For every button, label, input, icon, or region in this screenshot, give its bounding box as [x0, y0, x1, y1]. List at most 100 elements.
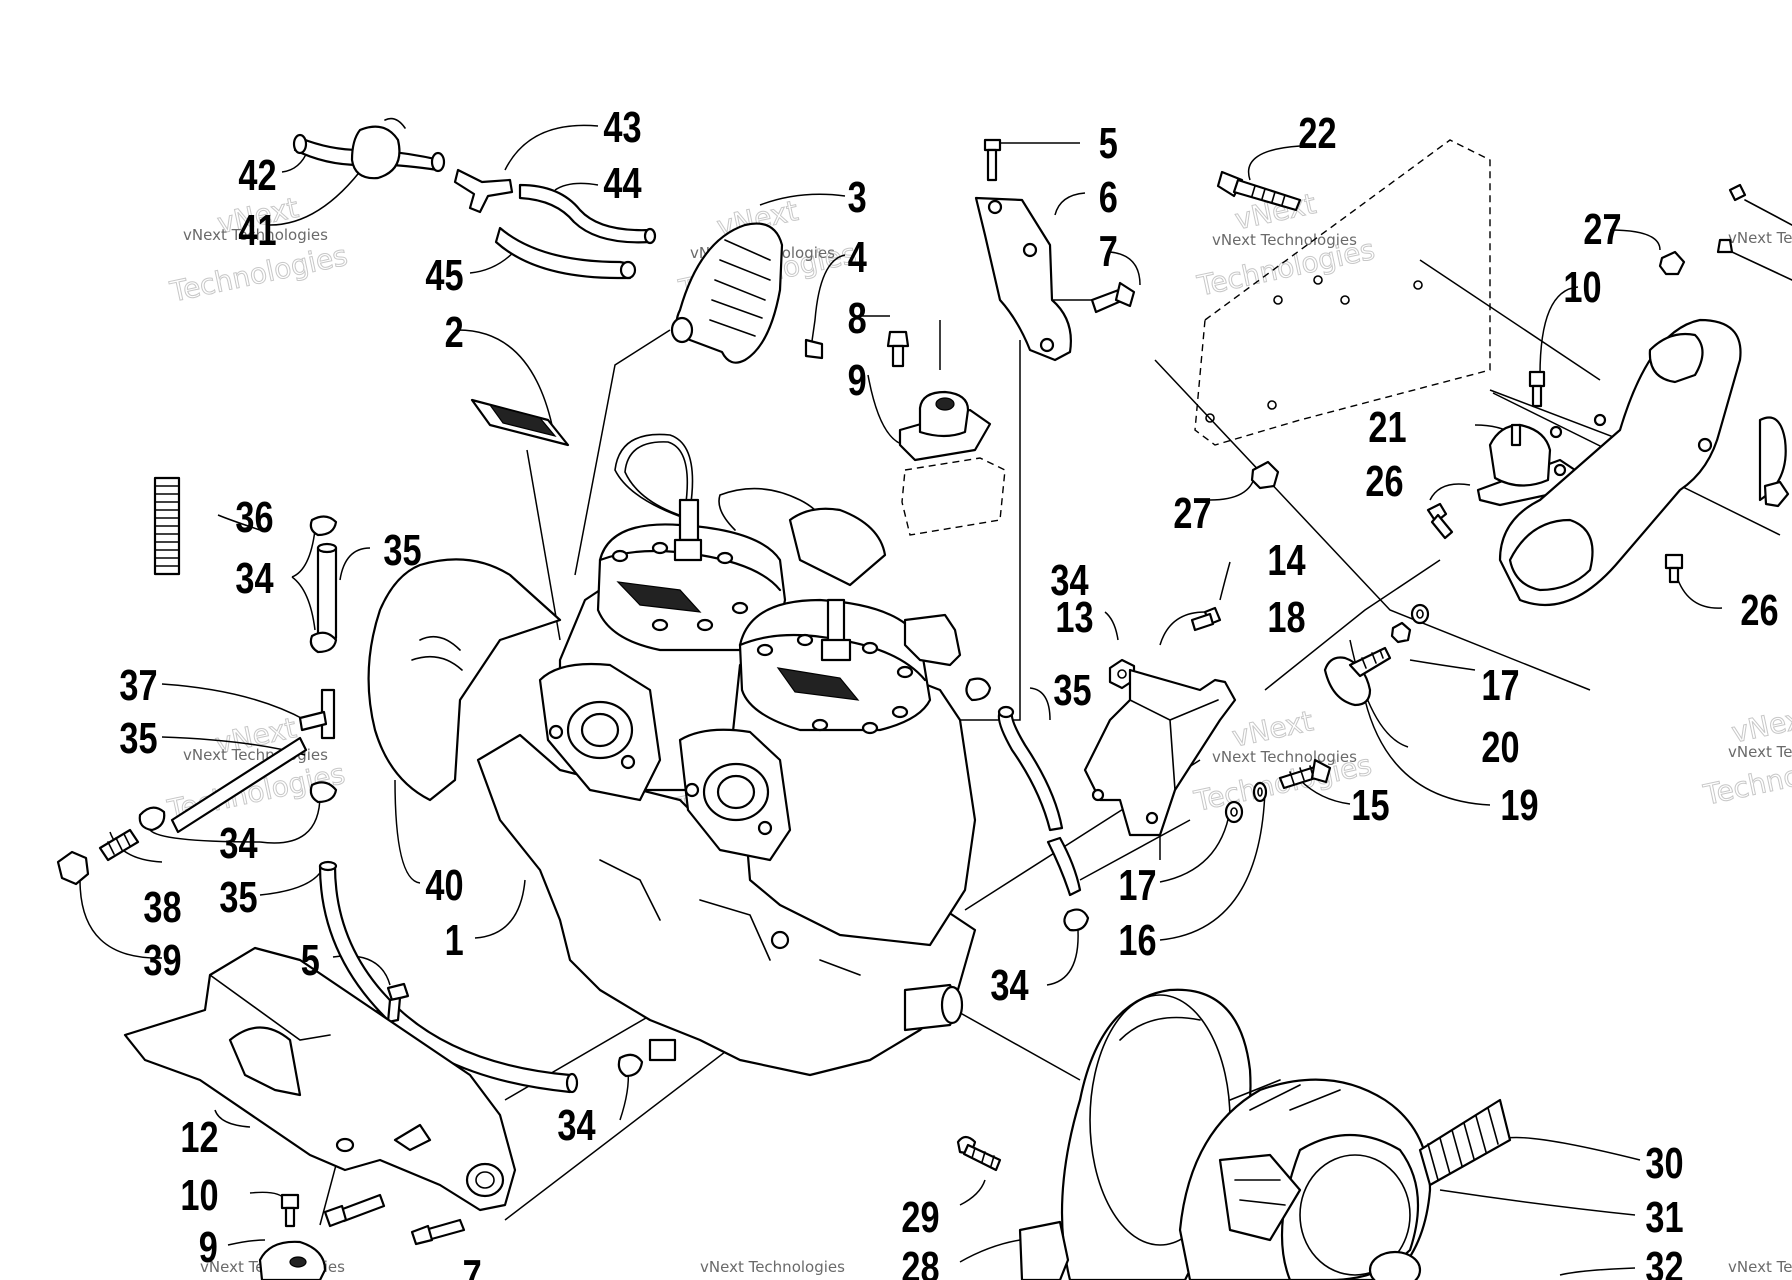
hose-35-right	[997, 705, 1082, 897]
nut-27-right-top	[1658, 250, 1686, 276]
bolt-top-right-edge	[1716, 183, 1792, 281]
callout-13: 13	[1055, 593, 1093, 642]
part-28	[1018, 1220, 1070, 1280]
callout-30: 30	[1645, 1139, 1683, 1188]
hose-35-left-vertical	[316, 542, 338, 640]
callout-41: 41	[238, 206, 276, 255]
callout-39: 39	[143, 936, 181, 985]
callout-12: 12	[180, 1113, 218, 1162]
callout-14: 14	[1267, 536, 1305, 585]
spring-36	[153, 476, 181, 576]
callout-35: 35	[219, 873, 257, 922]
callout-18: 18	[1267, 593, 1305, 642]
callout-44: 44	[603, 159, 641, 208]
clamp-34-right-upper	[965, 677, 992, 702]
watermark-small: vNext Technologies	[1212, 231, 1357, 249]
watermark-small: vNext Technologies	[1728, 229, 1792, 247]
callout-31: 31	[1645, 1193, 1683, 1242]
engine-mount-9-left	[258, 1240, 327, 1280]
clamp-34-bottom	[617, 1053, 644, 1078]
fitting-38	[98, 828, 140, 862]
callout-20: 20	[1481, 723, 1519, 772]
callout-9: 9	[199, 1223, 218, 1272]
callout-34: 34	[235, 554, 273, 603]
callout-numbers: 42 41 43 44 45 3 4 2 5 6 7 8 9 22 27 10 …	[119, 103, 1778, 1280]
callout-4: 4	[848, 233, 867, 282]
callout-40: 40	[425, 861, 463, 910]
bolt-7-top	[1090, 281, 1136, 314]
clamp-34-left-mid	[309, 631, 338, 654]
reed-cage-plate-3	[670, 222, 784, 364]
callout-10: 10	[180, 1171, 218, 1220]
callout-10: 10	[1563, 263, 1601, 312]
bracket-18	[1083, 668, 1237, 837]
callout-7: 7	[463, 1251, 482, 1280]
watermark-small: vNext Technologies	[1728, 743, 1792, 761]
bolt-5-top	[983, 138, 1002, 182]
callout-5: 5	[301, 936, 320, 985]
clip-4	[804, 338, 824, 360]
callout-5: 5	[1099, 119, 1118, 168]
callout-17: 17	[1118, 861, 1156, 910]
watermark-big-line1: vNext	[1229, 704, 1316, 753]
callout-34: 34	[557, 1101, 595, 1150]
clamp-34-left-top	[309, 515, 338, 537]
bolt-8	[886, 330, 910, 368]
callout-35: 35	[1053, 666, 1091, 715]
tee-fitting-37	[298, 688, 336, 740]
bolt-7-left	[323, 1193, 466, 1246]
bolt-26-upper	[1426, 502, 1454, 540]
callout-3: 3	[848, 173, 867, 222]
callout-35: 35	[119, 714, 157, 763]
callout-15: 15	[1351, 781, 1389, 830]
callout-27: 27	[1173, 489, 1211, 538]
bumper-19	[1323, 646, 1392, 707]
callout-7: 7	[1099, 227, 1118, 276]
bolt-22	[1216, 170, 1302, 212]
nut-39	[56, 850, 90, 886]
bolt-10-right	[1528, 370, 1546, 408]
chassis-plate-outline	[1194, 139, 1491, 446]
bolt-15	[1278, 758, 1332, 790]
watermark-small: vNext Technologies	[700, 1258, 845, 1276]
bolt-14	[1190, 606, 1222, 632]
clamp-34-right-lower	[1063, 908, 1090, 932]
bolt-10-left	[280, 1193, 300, 1228]
watermark-small: vNext Technologies	[1728, 1258, 1792, 1276]
engine-mount-9-top	[898, 390, 1006, 536]
callout-42: 42	[238, 151, 276, 200]
callout-17: 17	[1481, 661, 1519, 710]
callout-43: 43	[603, 103, 641, 152]
callout-21: 21	[1368, 403, 1406, 452]
hose-35-lower	[318, 860, 579, 1094]
callout-2: 2	[445, 308, 464, 357]
decal-2	[470, 398, 570, 447]
callout-16: 16	[1118, 916, 1156, 965]
callout-28: 28	[901, 1243, 939, 1280]
callout-45: 45	[425, 251, 463, 300]
callout-37: 37	[119, 661, 157, 710]
callout-6: 6	[1099, 173, 1118, 222]
callout-27: 27	[1583, 205, 1621, 254]
watermark-small: vNext Technologies	[1212, 748, 1357, 766]
callout-8: 8	[848, 294, 867, 343]
tee-fitting-43	[453, 168, 514, 214]
drive-belt-30	[1418, 1098, 1512, 1187]
callout-19: 19	[1500, 781, 1538, 830]
callout-26: 26	[1365, 457, 1403, 506]
callout-35: 35	[383, 526, 421, 575]
callout-32: 32	[1645, 1243, 1683, 1280]
watermark-small: vNext Technologies	[183, 226, 328, 244]
callout-34: 34	[1050, 556, 1088, 605]
callout-29: 29	[901, 1193, 939, 1242]
callout-34: 34	[990, 961, 1028, 1010]
callout-1: 1	[445, 916, 464, 965]
large-bracket-right	[1498, 318, 1790, 607]
clamp-34-left-lower	[138, 781, 338, 832]
callout-36: 36	[235, 493, 273, 542]
engine-plate-12	[123, 946, 517, 1212]
bolt-29	[956, 1135, 1002, 1172]
washer-16	[1252, 781, 1268, 803]
callout-38: 38	[143, 883, 181, 932]
